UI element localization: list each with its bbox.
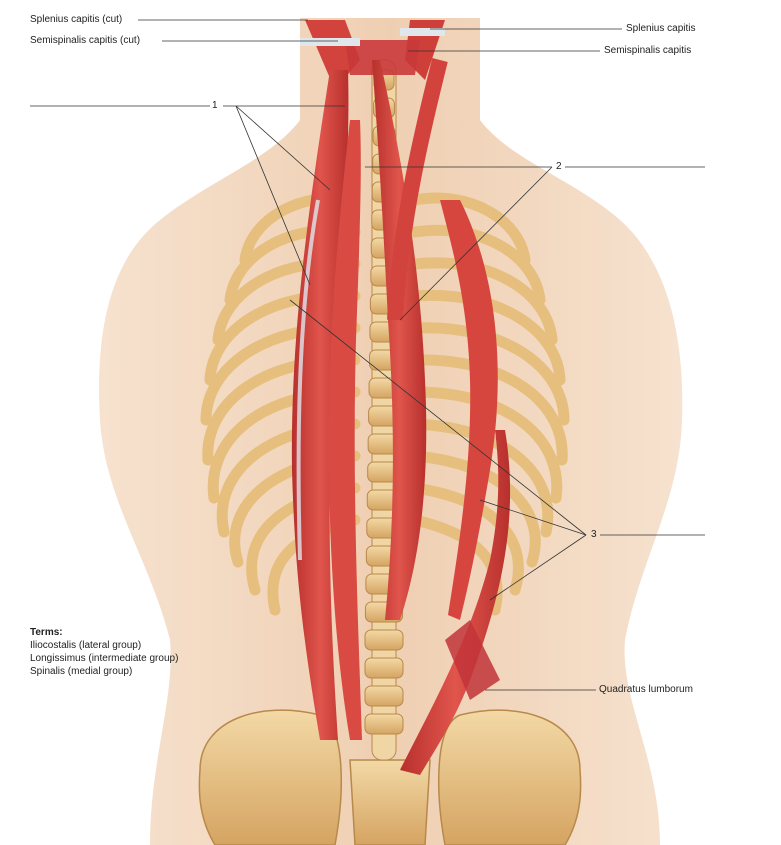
label-splenius-capitis: Splenius capitis <box>626 23 696 34</box>
leader-lines <box>30 19 705 691</box>
label-semispinalis-capitis: Semispinalis capitis <box>604 45 692 56</box>
erector-spinae-left <box>291 70 362 740</box>
label-semispinalis-capitis-cut: Semispinalis capitis (cut) <box>30 35 141 46</box>
label-splenius-capitis-cut: Splenius capitis (cut) <box>30 14 123 25</box>
vertebra <box>364 657 404 679</box>
erector-spinae-right <box>372 58 511 775</box>
vertebra <box>364 685 404 707</box>
label-number-2: 2 <box>556 161 562 172</box>
terms-box: Terms: Iliocostalis (lateral group) Long… <box>30 626 178 678</box>
term-item: Longissimus (intermediate group) <box>30 653 179 664</box>
vertebra <box>364 629 404 651</box>
label-number-1: 1 <box>212 100 218 111</box>
term-item: Iliocostalis (lateral group) <box>30 640 142 651</box>
terms-heading: Terms: <box>30 627 63 638</box>
term-item: Spinalis (medial group) <box>30 666 133 677</box>
pelvis <box>198 709 582 845</box>
label-quadratus-lumborum: Quadratus lumborum <box>599 684 693 695</box>
label-number-3: 3 <box>591 529 597 540</box>
vertebra <box>364 713 404 735</box>
